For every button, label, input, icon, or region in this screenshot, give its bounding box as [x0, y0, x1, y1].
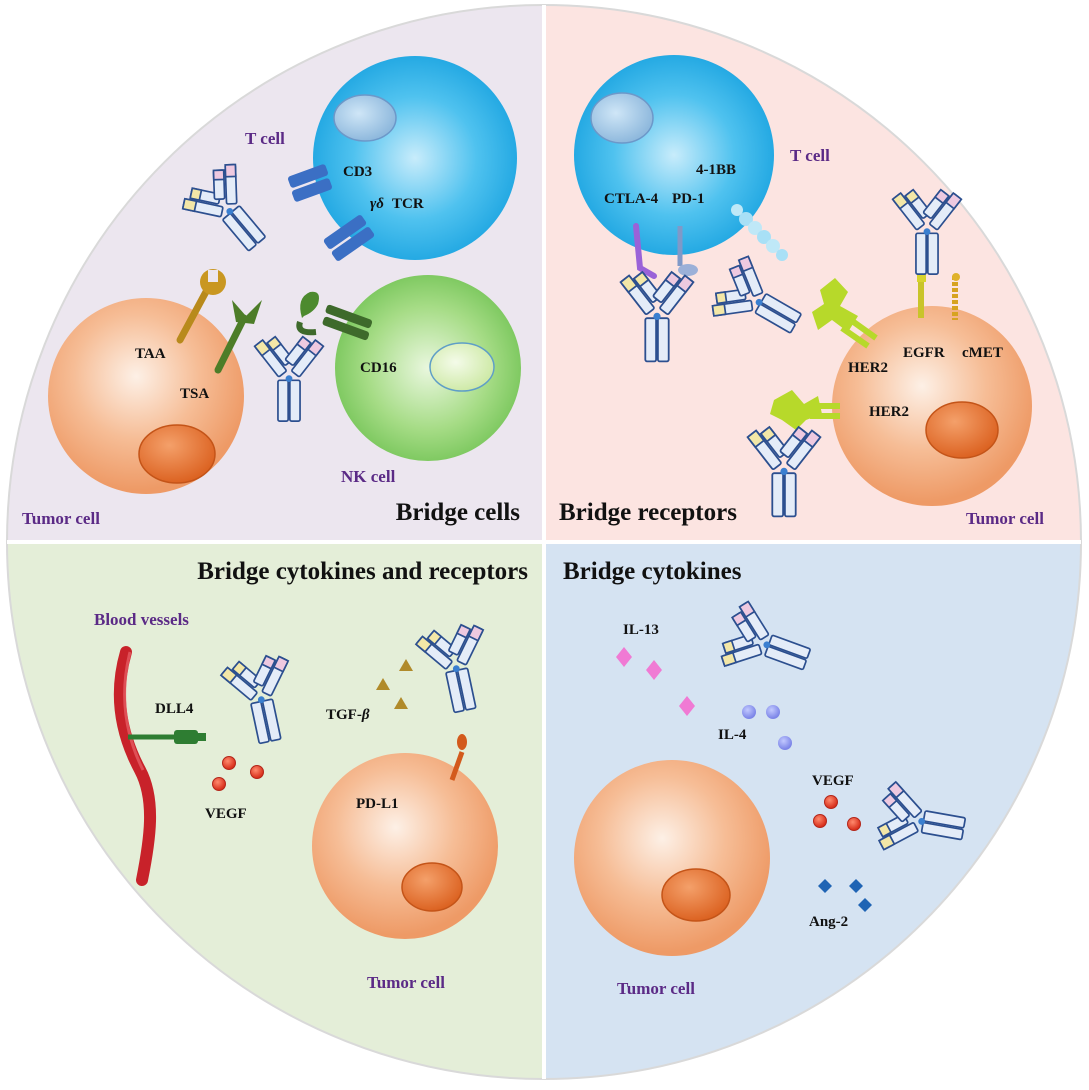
cd3-receptor: [287, 164, 333, 202]
blood-vessels-label: Blood vessels: [94, 610, 189, 629]
il13-label: IL-13: [623, 622, 659, 638]
tgf-beta-molecule: [399, 659, 413, 671]
tumor-cell-label: Tumor cell: [966, 509, 1044, 528]
tumor-cell: [574, 760, 770, 956]
tumor-cell-nucleus: [661, 868, 731, 922]
quadrant-bridge-cytokines: Bridge cytokines IL-13 IL-4 VEGF Ang-2 T…: [563, 558, 971, 998]
vegf-molecule: [813, 814, 827, 828]
tgf-beta-symbol: β: [361, 707, 370, 723]
t-cell-nucleus: [590, 92, 654, 144]
il4-molecule: [778, 736, 792, 750]
cd16-label: CD16: [360, 360, 397, 376]
gd-tcr-receptor: [323, 215, 375, 261]
ang2-molecule: [818, 879, 832, 893]
il13-molecule: [646, 660, 662, 680]
tumor-cell: [312, 753, 498, 939]
quadrant-bridge-receptors: 4-1BB T cell CTLA-4 PD-1 HER2 EGFR cMET …: [559, 55, 1044, 528]
taa-antigen: [176, 269, 226, 344]
her2-label-lower: HER2: [869, 404, 909, 420]
cmet-receptor: [952, 273, 960, 320]
tumor-cell: [832, 306, 1032, 506]
t-cell-label: T cell: [790, 146, 830, 165]
tumor-cell-label: Tumor cell: [367, 973, 445, 992]
il4-label: IL-4: [718, 727, 747, 743]
t-cell-nucleus: [333, 94, 397, 142]
cd16-receptor: [296, 291, 373, 341]
tumor-cell-label: Tumor cell: [617, 979, 695, 998]
her2-receptor-upper: [812, 278, 878, 349]
taa-label: TAA: [135, 346, 166, 362]
vegf-molecule: [212, 777, 226, 791]
ang2-molecule: [849, 879, 863, 893]
egfr-label: EGFR: [903, 345, 945, 361]
tgf-beta-label: TGF-β: [326, 707, 370, 723]
bridge-cells-title: Bridge cells: [396, 499, 521, 526]
ctla4-label: CTLA-4: [604, 191, 659, 207]
4-1bb-receptor: [731, 204, 788, 261]
vegf-molecule: [824, 795, 838, 809]
tumor-cell-label: Tumor cell: [22, 509, 100, 528]
her2-receptor-lower: [770, 390, 840, 430]
tgf-beta-molecule: [376, 678, 390, 690]
dll4-ligand: [128, 730, 206, 744]
dll4-label: DLL4: [155, 701, 194, 717]
gd-tcr-label: TCR: [392, 196, 424, 212]
vegf-label: VEGF: [812, 773, 854, 789]
quadrant-bridge-cytokines-receptors: Bridge cytokines and receptors Blood ves…: [94, 558, 528, 992]
il4-molecule: [766, 705, 780, 719]
vegf-molecule: [222, 756, 236, 770]
ang2-molecule: [858, 898, 872, 912]
pdl1-label: PD-L1: [356, 796, 399, 812]
ctla4-receptor: [633, 223, 657, 279]
nk-cell: [335, 275, 521, 461]
cmet-label: cMET: [962, 345, 1003, 361]
nk-cell-label: NK cell: [341, 467, 396, 486]
vegf-molecule: [250, 765, 264, 779]
cd3-label: CD3: [343, 164, 372, 180]
bridge-cytokines-title: Bridge cytokines: [563, 558, 742, 585]
ang2-label: Ang-2: [809, 914, 848, 930]
nk-cell-nucleus: [429, 342, 495, 392]
il4-molecule: [742, 705, 756, 719]
egfr-receptor: [917, 272, 926, 318]
pdl1-ligand: [449, 734, 467, 781]
pd1-label: PD-1: [672, 191, 705, 207]
tgf-beta-molecule: [394, 697, 408, 709]
blood-vessel: [113, 646, 157, 886]
4-1bb-label: 4-1BB: [696, 162, 736, 178]
tumor-cell-nucleus: [401, 862, 463, 912]
bridge-cytokines-receptors-title: Bridge cytokines and receptors: [197, 558, 528, 585]
vegf-label: VEGF: [205, 806, 247, 822]
tsa-label: TSA: [180, 386, 209, 402]
tumor-cell-nucleus: [138, 424, 216, 484]
il13-molecule: [616, 647, 632, 667]
pd1-receptor: [677, 226, 698, 276]
tumor-cell-nucleus: [925, 401, 999, 459]
quadrant-bridge-cells: T cell CD3 γδ TCR CD16 TAA TSA NK cell T…: [22, 56, 521, 528]
tsa-antigen: [214, 300, 262, 374]
bridge-receptors-title: Bridge receptors: [559, 499, 737, 526]
vegf-molecule: [847, 817, 861, 831]
t-cell-label: T cell: [245, 129, 285, 148]
il13-molecule: [679, 696, 695, 716]
her2-label-upper: HER2: [848, 360, 888, 376]
gd-tcr-symbol: γδ: [370, 196, 384, 212]
tgf-prefix: TGF-: [326, 707, 362, 723]
